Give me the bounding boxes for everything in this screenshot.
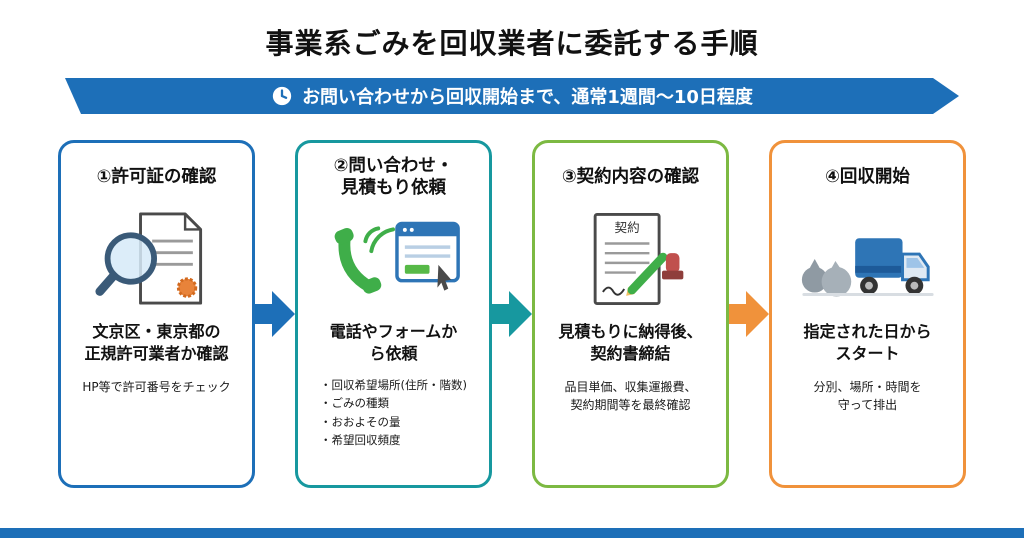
bottom-accent-bar bbox=[0, 528, 1024, 538]
step-2-bullet-list: ・回収希望場所(住所・階数) ・ごみの種類 ・おおよその量 ・希望回収頻度 bbox=[320, 376, 467, 450]
timeline-banner: お問い合わせから回収開始まで、通常1週間〜10日程度 bbox=[65, 78, 959, 114]
contract-icon: 契約 bbox=[593, 212, 683, 306]
step-card-2-inquiry-quote: ②問い合わせ・ 見積もり依頼 電話やフォームか ら依頼 ・回収希望場所(住所・階… bbox=[295, 140, 492, 488]
contract-label-text: 契約 bbox=[614, 220, 639, 235]
right-arrow-icon bbox=[729, 291, 769, 337]
step-1-main-text: 文京区・東京都の 正規許可業者か確認 bbox=[84, 322, 229, 364]
garbage-truck-icon bbox=[801, 238, 934, 297]
arrow-step-1-to-2 bbox=[255, 140, 295, 488]
step-1-title: ①許可証の確認 bbox=[96, 167, 217, 188]
bullet-item: ・希望回収頻度 bbox=[320, 432, 401, 447]
step-2-icon-box bbox=[320, 203, 468, 315]
clock-icon bbox=[271, 85, 293, 107]
step-card-1-permit-check: ①許可証の確認 文京区・東京都の 正規許可業者か確認 HP等で許可番号をチェック bbox=[58, 140, 255, 488]
step-3-title: ③契約内容の確認 bbox=[561, 167, 700, 188]
step-card-4-collection-start: ④回収開始 指定された日から スタート 分別、場所・時間を 守って排出 bbox=[769, 140, 966, 488]
arrow-step-3-to-4 bbox=[729, 140, 769, 488]
step-3-sub-text: 品目単価、収集運搬費、 契約期間等を最終確認 bbox=[564, 379, 697, 412]
steps-row: ①許可証の確認 文京区・東京都の 正規許可業者か確認 HP等で許可番号をチェック… bbox=[58, 140, 966, 488]
step-2-main-text: 電話やフォームか ら依頼 bbox=[329, 322, 458, 364]
step-4-title: ④回収開始 bbox=[825, 167, 910, 188]
step-4-icon-box bbox=[794, 203, 942, 315]
step-3-main-text: 見積もりに納得後、 契約書締結 bbox=[558, 322, 703, 364]
step-4-main-text: 指定された日から スタート bbox=[803, 322, 932, 364]
bullet-item: ・ごみの種類 bbox=[320, 396, 389, 411]
step-2-title: ②問い合わせ・ 見積もり依頼 bbox=[333, 156, 454, 198]
step-1-icon-box bbox=[94, 203, 220, 315]
step-4-sub-text: 分別、場所・時間を 守って排出 bbox=[813, 379, 922, 412]
step-1-sub-text: HP等で許可番号をチェック bbox=[82, 379, 231, 394]
bullet-item: ・おおよその量 bbox=[320, 414, 401, 429]
phone-form-icon bbox=[334, 221, 460, 294]
step-card-3-contract-check: ③契約内容の確認 契約 見積もりに納得後、 契約書締結 品目単価、収集運搬費、 … bbox=[532, 140, 729, 488]
step-3-icon-box: 契約 bbox=[568, 203, 694, 315]
arrow-step-2-to-3 bbox=[492, 140, 532, 488]
bullet-item: ・回収希望場所(住所・階数) bbox=[320, 377, 467, 392]
magnifier-document-icon bbox=[94, 212, 202, 305]
page-title: 事業系ごみを回収業者に委託する手順 bbox=[265, 27, 759, 60]
right-arrow-icon bbox=[255, 291, 295, 337]
right-arrow-icon bbox=[492, 291, 532, 337]
timeline-banner-text: お問い合わせから回収開始まで、通常1週間〜10日程度 bbox=[302, 87, 753, 108]
timeline-banner-ribbon: お問い合わせから回収開始まで、通常1週間〜10日程度 bbox=[65, 78, 959, 114]
